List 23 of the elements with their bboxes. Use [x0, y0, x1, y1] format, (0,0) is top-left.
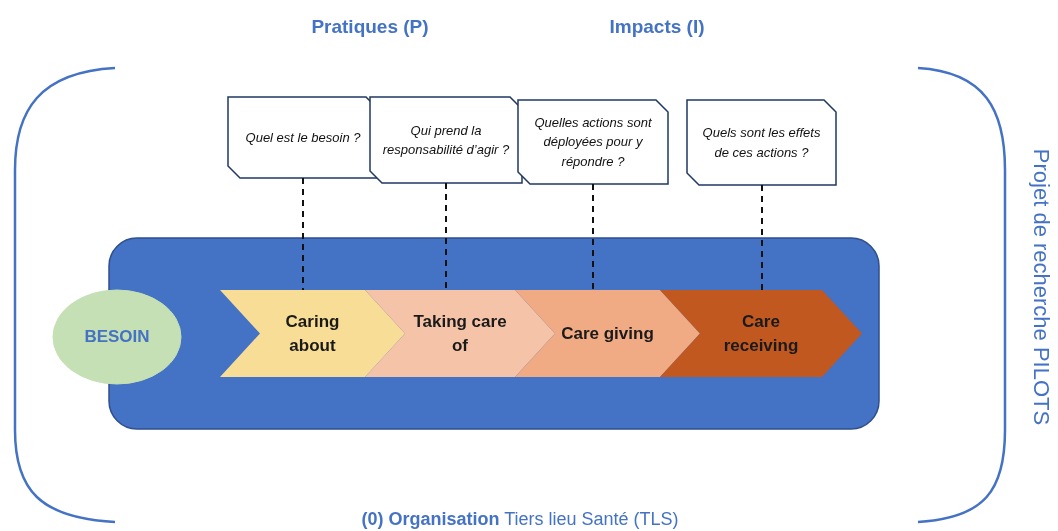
question-text: Quels sont les effets de ces actions ?: [701, 124, 822, 162]
node-label: BESOIN: [84, 327, 150, 347]
callout-box: [370, 97, 522, 183]
side-title: Projet de recherche PILOTS: [1028, 148, 1054, 426]
footer-title: (0) Organisation Tiers lieu Santé (TLS): [361, 508, 679, 530]
callout-box: [228, 97, 378, 178]
step-label: Taking care of: [412, 310, 508, 357]
step-label: Care receiving: [722, 310, 800, 357]
callout-box: [687, 100, 836, 185]
callout-box: [518, 100, 668, 184]
dashed-connector: [592, 183, 594, 291]
dashed-connector: [445, 182, 447, 291]
dashed-connector: [302, 177, 304, 291]
question-text: Quel est le besoin ?: [244, 128, 362, 147]
section-heading: Impacts (I): [609, 16, 705, 38]
step-label: Care giving: [561, 322, 654, 345]
chevron-step: [220, 290, 405, 377]
step-label: Caring about: [284, 310, 341, 357]
question-text: Quelles actions sont déployées pour y répondre ?: [533, 113, 653, 171]
question-text: Qui prend la responsabilité d’agir ?: [381, 121, 511, 159]
dashed-connector: [761, 184, 763, 291]
section-heading: Pratiques (P): [311, 16, 429, 38]
ellipse-node: [52, 289, 182, 385]
